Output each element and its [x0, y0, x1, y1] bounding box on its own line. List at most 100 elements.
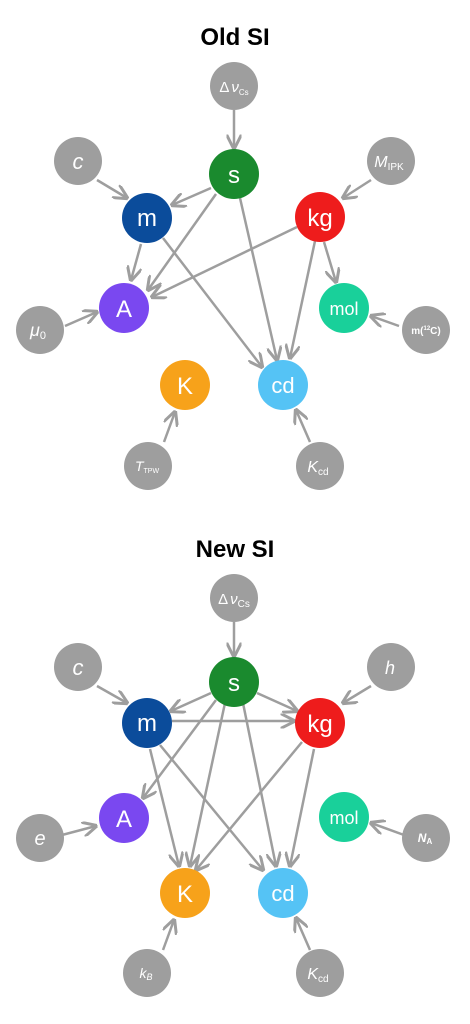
arrow-h-kg: [343, 684, 372, 703]
new-unit-mol: mol: [319, 792, 369, 842]
arrow-m12c-mol: [371, 316, 400, 326]
constant-label: c: [73, 149, 84, 174]
constant-circle: [16, 814, 64, 862]
arrow-mipk-kg: [343, 178, 372, 198]
unit-circle: [99, 793, 149, 843]
new-unit-cd: cd: [258, 868, 308, 918]
arrow-s-a: [148, 193, 218, 290]
arrow-kg-mol: [322, 241, 336, 282]
new-arrows: [61, 622, 405, 951]
old-unit-s: s: [209, 149, 259, 199]
unit-circle: [209, 149, 259, 199]
old-constant-mipk: MIPK: [367, 137, 415, 185]
arrow-m-cd: [159, 744, 263, 870]
new-constant-h: h: [367, 643, 415, 691]
old-constant-ttpw: TTPW: [124, 442, 172, 490]
constant-circle: [54, 137, 102, 185]
old-si-title: Old SI: [200, 24, 269, 51]
unit-circle: [295, 192, 345, 242]
new-constant-c: c: [54, 643, 102, 691]
unit-label: mol: [329, 808, 358, 828]
unit-label: mol: [329, 299, 358, 319]
unit-label: kg: [307, 711, 332, 738]
arrow-m-k: [148, 748, 179, 866]
arrow-kb-k: [161, 920, 174, 951]
new-constant-e: e: [16, 814, 64, 862]
old-unit-m: m: [122, 193, 172, 243]
arrow-kcd-cd: [296, 918, 312, 951]
arrow-mu0-a: [64, 312, 97, 328]
constant-label: h: [385, 658, 395, 678]
constant-circle: [210, 62, 258, 110]
arrow-kg-a: [152, 225, 298, 297]
unit-label: A: [116, 806, 132, 833]
constant-circle: [124, 442, 172, 490]
unit-label: cd: [271, 881, 294, 906]
arrow-kg-cd: [290, 240, 317, 358]
old-unit-mol: mol: [319, 283, 369, 333]
old-constant-c: c: [54, 137, 102, 185]
unit-label: m: [137, 710, 157, 737]
constant-circle: [367, 643, 415, 691]
new-unit-a: A: [99, 793, 149, 843]
new-unit-k: K: [160, 868, 210, 918]
new-constant-kb: kB: [123, 949, 171, 997]
unit-label: kg: [307, 205, 332, 232]
constant-label: TTPW: [135, 458, 160, 475]
arrow-kg-k: [196, 741, 303, 870]
unit-circle: [295, 698, 345, 748]
constant-circle: [123, 949, 171, 997]
unit-label: m: [137, 205, 157, 232]
constant-circle: [402, 814, 450, 862]
arrow-ttpw-k: [162, 412, 175, 443]
arrow-s-cd: [241, 702, 276, 866]
unit-circle: [99, 283, 149, 333]
new-constant-kcd: Kcd: [296, 949, 344, 997]
new-unit-kg: kg: [295, 698, 345, 748]
unit-label: cd: [271, 373, 294, 398]
constant-circle: [296, 442, 344, 490]
arrow-e-a: [61, 826, 96, 835]
constant-circle: [210, 574, 258, 622]
unit-circle: [319, 283, 369, 333]
old-constant-mu0: μ0: [16, 306, 64, 354]
old-arrows: [64, 110, 400, 443]
unit-label: A: [116, 296, 132, 323]
unit-circle: [258, 360, 308, 410]
new-unit-m: m: [122, 698, 172, 748]
constant-circle: [296, 949, 344, 997]
constant-label: NA: [418, 831, 433, 846]
unit-circle: [122, 193, 172, 243]
unit-label: K: [177, 373, 193, 400]
constant-label: c: [73, 655, 84, 680]
unit-circle: [209, 657, 259, 707]
unit-circle: [160, 360, 210, 410]
old-constant-kcd: Kcd: [296, 442, 344, 490]
old-unit-k: K: [160, 360, 210, 410]
arrow-s-m: [171, 691, 212, 711]
constant-circle: [402, 306, 450, 354]
constant-label: MIPK: [374, 154, 404, 173]
constant-label: Kcd: [307, 459, 328, 478]
arrow-s-cd: [238, 197, 277, 360]
unit-label: K: [177, 881, 193, 908]
arrow-m-cd: [162, 237, 262, 367]
arrow-s-a: [143, 699, 218, 798]
constant-label: kB: [139, 965, 152, 982]
constant-circle: [367, 137, 415, 185]
constant-label: μ0: [29, 320, 46, 342]
new-constant-na: NA: [402, 814, 450, 862]
arrow-na-mol: [371, 823, 405, 837]
unit-circle: [122, 698, 172, 748]
arrow-m-a: [131, 243, 143, 280]
arrow-s-k: [190, 702, 227, 866]
old-unit-a: A: [99, 283, 149, 333]
constant-label: e: [34, 828, 45, 850]
old-constant-m12c: m(12C): [402, 306, 450, 354]
